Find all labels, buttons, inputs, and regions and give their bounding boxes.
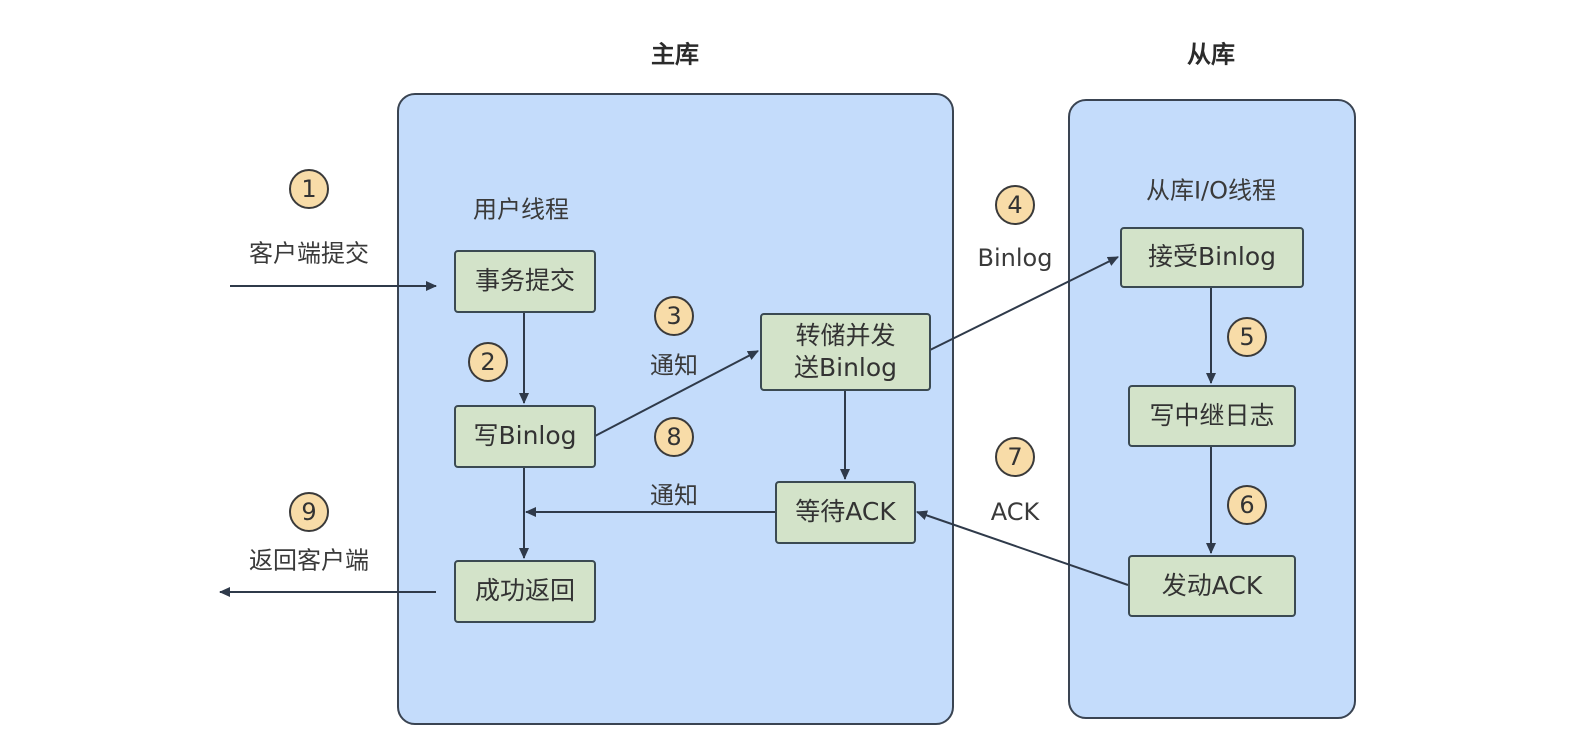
master-title: 主库 [651,40,699,69]
step-badge-4: 4 [995,185,1035,225]
label-ack: ACK [990,498,1040,526]
step-badge-5: 5 [1227,317,1267,357]
node-wait-ack: 等待ACK [775,481,916,544]
user-thread-label: 用户线程 [473,195,569,224]
step-badge-6: 6 [1227,485,1267,525]
node-write-relay-log: 写中继日志 [1128,385,1296,447]
node-receive-binlog: 接受Binlog [1120,227,1304,288]
node-write-binlog: 写Binlog [454,405,596,468]
step-badge-9: 9 [289,492,329,532]
label-client-commit: 客户端提交 [249,239,369,268]
step-badge-3: 3 [654,296,694,336]
label-notify-8: 通知 [650,481,698,510]
node-success-return: 成功返回 [454,560,596,623]
node-txn-commit: 事务提交 [454,250,596,313]
step-badge-1: 1 [289,169,329,209]
step-badge-2: 2 [468,342,508,382]
label-return-client: 返回客户端 [249,546,369,575]
node-dump-send-binlog: 转储并发送Binlog [760,313,931,391]
slave-io-thread-label: 从库I/O线程 [1145,176,1277,205]
step-badge-7: 7 [995,437,1035,477]
step-badge-8: 8 [654,417,694,457]
label-notify-3: 通知 [650,351,698,380]
label-binlog: Binlog [977,244,1053,272]
slave-title: 从库 [1187,40,1235,69]
node-send-ack: 发动ACK [1128,555,1296,617]
